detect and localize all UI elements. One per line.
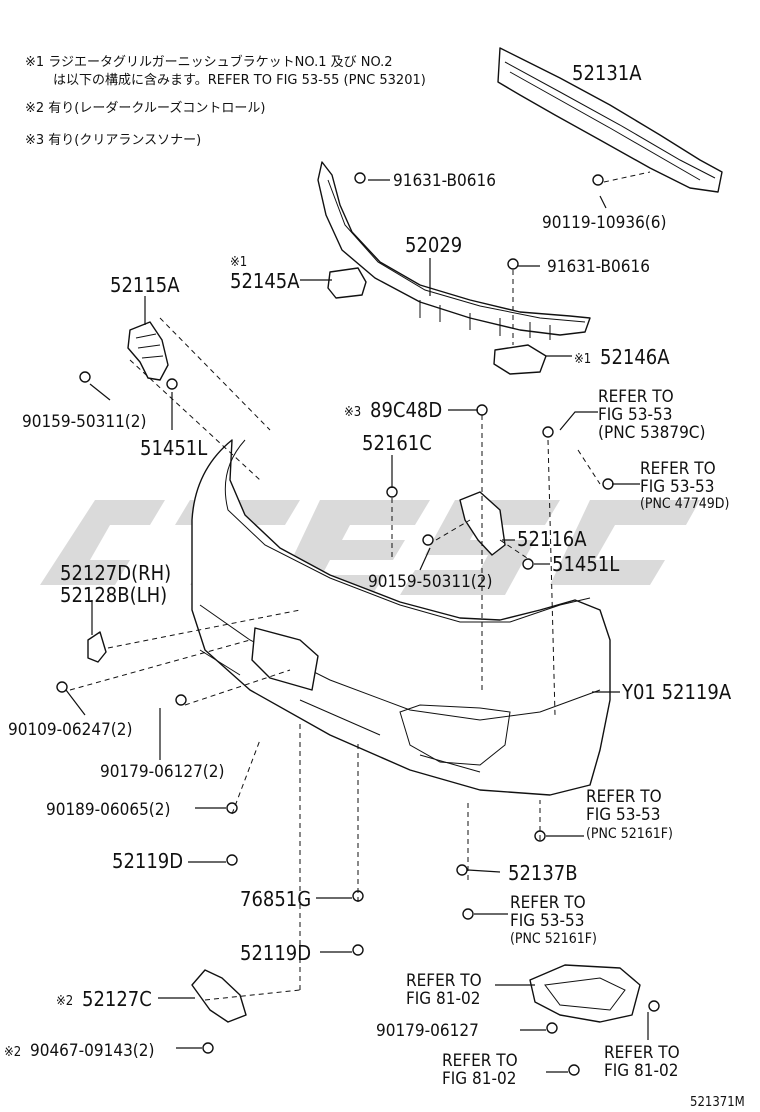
part-labels: 52131A 91631-B0616 90119-10936(6) 52029 …	[4, 61, 745, 1110]
label-52161C: 52161C	[362, 431, 432, 455]
label-ref4-line3: (PNC 52161F)	[510, 931, 597, 947]
label-52119D-b: 52119D	[240, 941, 311, 965]
label-90159-a: 90159-50311(2)	[22, 412, 146, 432]
label-52131A: 52131A	[572, 61, 642, 85]
label-90119: 90119-10936(6)	[542, 213, 666, 233]
bumper-retainer-52029	[317, 161, 591, 340]
label-ref2-line2: FIG 53-53	[640, 477, 714, 497]
note-2: ※2 有り(レーダークルーズコントロール)	[25, 100, 265, 116]
label-52146A: 52146A	[600, 345, 670, 369]
label-mark2-b: ※2	[4, 1045, 21, 1060]
label-ref1-line3: (PNC 53879C)	[598, 423, 705, 443]
label-89C48D: 89C48D	[370, 398, 442, 422]
leader-lines	[65, 179, 649, 1073]
note-1-cont: は以下の構成に含みます。REFER TO FIG 53-55 (PNC 5320…	[53, 72, 426, 88]
label-51451L-b: 51451L	[552, 552, 619, 576]
label-ref7-line2: FIG 81-02	[604, 1061, 678, 1081]
bumper-cover-52119A	[191, 439, 611, 796]
label-90179-a: 90179-06127(2)	[100, 762, 224, 782]
bracket-52127C	[191, 969, 247, 1023]
label-ref4-line1: REFER TO	[510, 893, 586, 913]
fog-lamp	[529, 964, 641, 1023]
label-ref6-line2: FIG 81-02	[442, 1069, 516, 1089]
fasteners	[56, 172, 660, 1076]
label-ref3-line1: REFER TO	[586, 787, 662, 807]
label-ref2-line1: REFER TO	[640, 459, 716, 479]
label-ref1-line2: FIG 53-53	[598, 405, 672, 425]
side-bracket-52127D	[87, 631, 107, 663]
label-91631-mid: 91631-B0616	[547, 257, 650, 277]
label-52137B: 52137B	[508, 861, 578, 885]
label-52127D: 52127D(RH)	[60, 561, 171, 585]
label-ref1-line1: REFER TO	[598, 387, 674, 407]
bracket-52146A	[493, 344, 547, 375]
label-90159-b: 90159-50311(2)	[368, 572, 492, 592]
license-bracket	[251, 627, 319, 691]
label-90467: 90467-09143(2)	[30, 1041, 154, 1061]
label-ref4-line2: FIG 53-53	[510, 911, 584, 931]
label-52029: 52029	[405, 233, 462, 257]
label-52127C: 52127C	[82, 987, 152, 1011]
label-90109: 90109-06247(2)	[8, 720, 132, 740]
alignment-lines	[69, 171, 651, 1001]
label-52116A: 52116A	[517, 527, 587, 551]
label-ref3-line2: FIG 53-53	[586, 805, 660, 825]
bracket-ribs	[135, 333, 164, 359]
bracket-52145A	[327, 267, 367, 299]
label-52128B: 52128B(LH)	[60, 583, 167, 607]
fog-lamp-lens	[544, 977, 626, 1011]
note-1: ※1 ラジエータグリルガーニッシュブラケットNO.1 及び NO.2	[25, 54, 393, 70]
label-91631-top: 91631-B0616	[393, 171, 496, 191]
label-ref5-line2: FIG 81-02	[406, 989, 480, 1009]
label-mark2-a: ※2	[56, 994, 73, 1009]
label-ref6-line1: REFER TO	[442, 1051, 518, 1071]
label-76851G: 76851G	[240, 887, 311, 911]
bracket-52115A	[127, 321, 169, 381]
label-51451L-a: 51451L	[140, 436, 207, 460]
label-90189: 90189-06065(2)	[46, 800, 170, 820]
label-ref3-line3: (PNC 52161F)	[586, 826, 673, 842]
note-3: ※3 有り(クリアランスソナー)	[25, 133, 201, 148]
label-mark3: ※3	[344, 405, 361, 420]
label-52119D-a: 52119D	[112, 849, 183, 873]
bumper-reinforcement-52131A	[497, 47, 723, 193]
diagram-id: 521371M	[690, 1095, 745, 1110]
label-mark1-b: ※1	[574, 352, 591, 367]
label-ref5-line1: REFER TO	[406, 971, 482, 991]
notes-block: ※1 ラジエータグリルガーニッシュブラケットNO.1 及び NO.2 は以下の構…	[25, 54, 426, 148]
label-ref7-line1: REFER TO	[604, 1043, 680, 1063]
label-Y01-52119A: Y01 52119A	[621, 680, 732, 704]
label-52145A: 52145A	[230, 269, 300, 293]
label-mark1-a: ※1	[230, 255, 247, 270]
label-52115A: 52115A	[110, 273, 180, 297]
label-ref2-line3: (PNC 47749D)	[640, 496, 729, 512]
label-90179-b: 90179-06127	[376, 1021, 479, 1041]
